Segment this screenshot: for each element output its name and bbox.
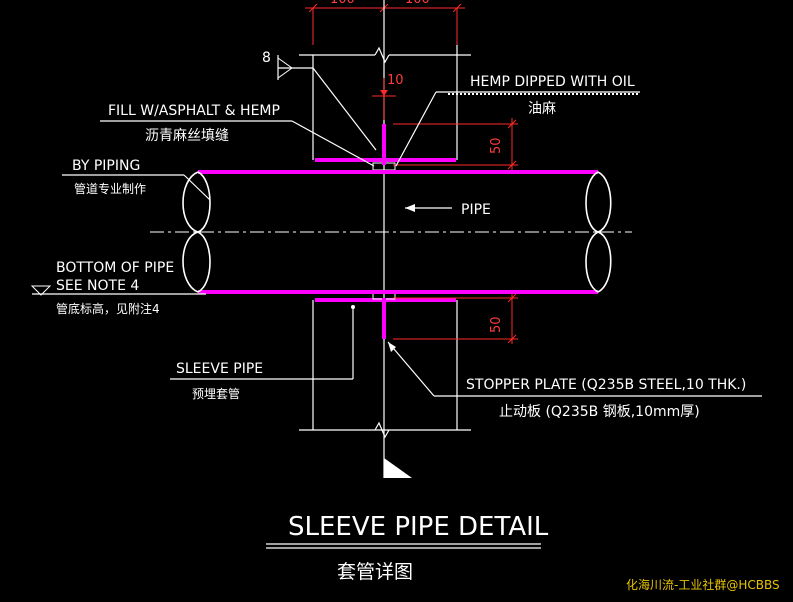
dim-50-upper-text: 50 — [489, 137, 504, 154]
drawing-title-en: SLEEVE PIPE DETAIL — [288, 512, 549, 542]
stopper-callout: STOPPER PLATE (Q235B STEEL,10 THK.) 止动板 … — [387, 341, 762, 420]
weld-size: 8 — [262, 50, 271, 66]
pipe-label: PIPE — [461, 202, 491, 218]
drawing-title-cn: 套管详图 — [337, 561, 413, 583]
hemp-label-cn: 油麻 — [528, 101, 556, 117]
centerline-arrow — [384, 458, 412, 478]
sleeve-walls — [299, 45, 471, 439]
sleeve-label-cn: 预埋套管 — [192, 386, 240, 401]
by-piping-label-cn: 管道专业制作 — [74, 181, 146, 196]
by-piping-callout: BY PIPING 管道专业制作 — [62, 158, 211, 201]
hemp-label-en: HEMP DIPPED WITH OIL — [470, 74, 635, 90]
dim-10-text: 10 — [387, 73, 404, 88]
sleeve-pipe-outline — [315, 158, 456, 302]
dim-10: 10 — [372, 73, 404, 120]
fill-label-en: FILL W/ASPHALT & HEMP — [108, 103, 280, 119]
dim-50-lower-text: 50 — [489, 316, 504, 333]
stopper-label-en: STOPPER PLATE (Q235B STEEL,10 THK.) — [466, 377, 746, 393]
hemp-callout: HEMP DIPPED WITH OIL 油麻 — [395, 74, 640, 167]
dim-50-upper: 50 — [393, 118, 518, 170]
watermark: 化海川流-工业社群@HCBBS — [626, 577, 780, 592]
top-dimension: 100 100 — [305, 0, 465, 45]
bottom-label-cn: 管底标高，见附注4 — [56, 301, 160, 316]
weld-symbol: 8 — [262, 50, 377, 151]
main-pipe — [150, 170, 632, 294]
dim-top-right: 100 — [405, 0, 430, 7]
bottom-label-en-1: BOTTOM OF PIPE — [56, 260, 174, 276]
dim-50-lower: 50 — [393, 293, 518, 344]
drawing-title-block: SLEEVE PIPE DETAIL 套管详图 — [266, 512, 549, 583]
fill-label-cn: 沥青麻丝填缝 — [145, 128, 229, 144]
stopper-label-cn: 止动板 (Q235B 钢板,10mm厚) — [499, 404, 700, 420]
pipe-label-group: PIPE — [405, 202, 491, 218]
bottom-label-en-2: SEE NOTE 4 — [56, 278, 139, 294]
sleeve-label-en: SLEEVE PIPE — [176, 361, 263, 377]
dim-top-left: 100 — [330, 0, 355, 7]
level-mark-icon — [30, 285, 52, 296]
bottom-of-pipe-callout: BOTTOM OF PIPE SEE NOTE 4 管底标高，见附注4 — [30, 260, 206, 316]
sleeve-callout: SLEEVE PIPE 预埋套管 — [170, 305, 355, 401]
fill-callout: FILL W/ASPHALT & HEMP 沥青麻丝填缝 — [100, 103, 375, 167]
by-piping-label-en: BY PIPING — [72, 158, 140, 174]
